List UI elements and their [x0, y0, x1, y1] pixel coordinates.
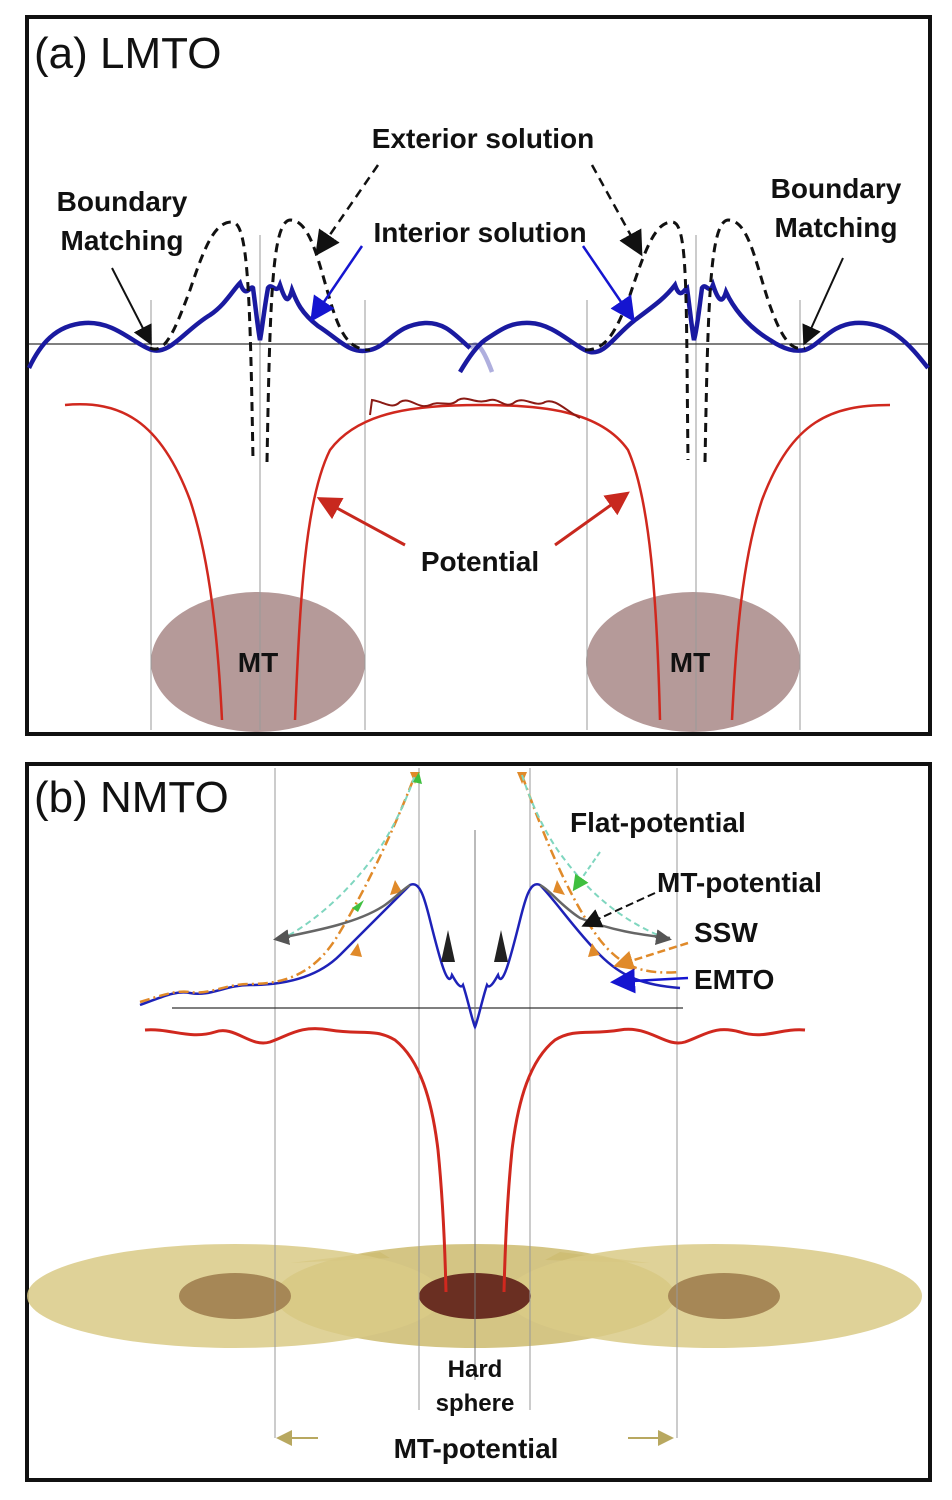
panel-a-tag: (a)	[34, 29, 88, 78]
nmto-potential-curve-right	[502, 1027, 806, 1293]
guide-lines-b	[274, 768, 678, 1438]
exterior-solution-label: Exterior solution	[372, 123, 594, 154]
mt-potential-curve-label: MT-potential	[657, 867, 822, 898]
potential-curve-right	[730, 403, 891, 721]
emto-flow-arrow-right	[494, 930, 508, 962]
panel-a: (a) LMTO Exterior solution Interior solu…	[25, 15, 932, 736]
interior-arrow-left	[310, 245, 364, 323]
panel-b-title: NMTO	[100, 773, 229, 822]
potential-curve-mid	[293, 403, 662, 721]
potential-arrow-right	[554, 491, 630, 547]
interior-solution-curve	[26, 278, 472, 369]
panel-a-frame	[25, 15, 932, 736]
emto-label: EMTO	[694, 964, 774, 995]
panel-b-tag: (b)	[34, 773, 88, 822]
potential-curve-left	[64, 403, 224, 721]
hard-sphere-label-line1: Hard	[448, 1356, 503, 1383]
emto-pointer	[610, 968, 689, 994]
ssw-curve	[139, 774, 417, 1004]
panel-a-title: LMTO	[100, 29, 221, 78]
mt-sphere-right-inner	[668, 1273, 780, 1319]
mt-sphere-left-inner	[179, 1273, 291, 1319]
ssw-pointer	[613, 941, 689, 971]
boundary-matching-right-line1: Boundary	[771, 173, 902, 204]
boundary-matching-left-line2: Matching	[61, 225, 184, 256]
potential-fluctuation	[369, 397, 581, 419]
mt-potential-pointer	[581, 892, 656, 928]
interior-solution-curve-right	[458, 278, 930, 374]
sphere-group	[27, 1244, 922, 1348]
mt-potential-end-arrow-left	[273, 929, 291, 946]
panel-b: (b) NMTO Flat-potential MT-potential SSW…	[25, 762, 932, 1482]
exterior-solution-curve-4	[703, 218, 806, 463]
flat-potential-pointer	[572, 851, 601, 892]
flat-potential-label: Flat-potential	[570, 807, 746, 838]
emto-curve	[139, 883, 681, 1031]
mt-potential-end-arrow-right	[654, 929, 672, 946]
exterior-arrow-right	[590, 164, 643, 257]
flat-potential-curve-right	[521, 774, 671, 941]
interior-arrow-right	[581, 245, 635, 323]
mt-label-right: MT	[670, 647, 710, 678]
flat-potential-curve	[279, 774, 416, 941]
panel-b-frame	[25, 762, 932, 1482]
boundary-matching-right-line2: Matching	[775, 212, 898, 243]
boundary-arrow-left	[111, 267, 152, 346]
exterior-solution-curve	[149, 220, 255, 461]
ssw-label: SSW	[694, 917, 758, 948]
potential-label: Potential	[421, 546, 539, 577]
nmto-potential-curve	[144, 1027, 448, 1293]
mt-potential-curve	[279, 883, 411, 940]
potential-arrow-left	[316, 497, 406, 547]
boundary-arrow-right	[802, 257, 844, 346]
exterior-solution-curve-2	[265, 218, 371, 463]
hard-sphere-label-line2: sphere	[436, 1390, 515, 1417]
mt-sphere-left	[151, 592, 365, 732]
boundary-matching-left-line1: Boundary	[57, 186, 188, 217]
mt-potential-curve-right	[539, 883, 671, 940]
interior-solution-label: Interior solution	[373, 217, 586, 248]
mt-label-left: MT	[238, 647, 278, 678]
mt-sphere-right	[586, 592, 800, 732]
mt-potential-range-label: MT-potential	[394, 1433, 559, 1464]
exterior-arrow-left	[315, 164, 380, 257]
emto-flow-arrow-left	[441, 930, 455, 962]
exterior-solution-curve-3	[584, 220, 690, 461]
